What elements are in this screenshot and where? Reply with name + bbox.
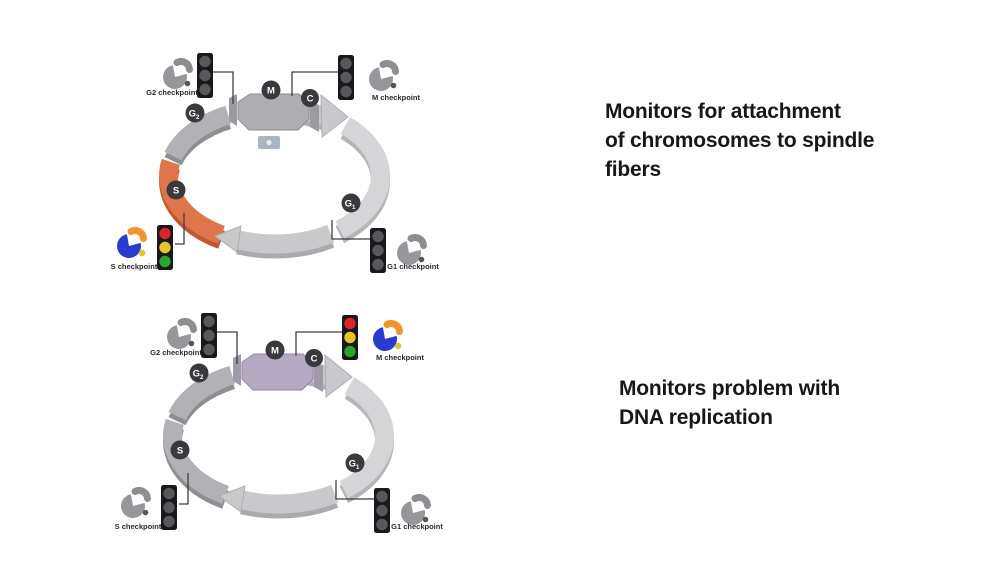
segment-m-flange [310, 100, 319, 132]
g2-checkpoint-cluster: G2 checkpoint [146, 53, 213, 98]
cell-cycle-diagram-top: G2 M C G1 S [111, 53, 439, 273]
caption-line: of chromosomes to spindle [605, 129, 875, 152]
checkpoint-label: G2 checkpoint [146, 88, 198, 97]
cycle-arrowhead-icon [213, 225, 242, 253]
checkpoint-label: M checkpoint [376, 353, 424, 362]
svg-text:G2: G2 [189, 109, 200, 122]
cell-cycle-diagram-bottom: G2 M C G1 S [115, 313, 443, 533]
svg-text:S: S [173, 186, 179, 197]
video-play-badge [258, 136, 280, 149]
checkpoint-label: G1 checkpoint [387, 262, 439, 271]
traffic-light-icon [370, 228, 386, 273]
phase-label-s: S [170, 440, 190, 460]
g1-checkpoint-cluster: G1 checkpoint [370, 228, 439, 273]
phase-label-m: M [265, 340, 285, 360]
cycle-arrowhead-icon [324, 353, 353, 398]
svg-text:C: C [311, 354, 318, 365]
checkpoint-protein-icon [167, 318, 197, 350]
checkpoint-label: S checkpoint [111, 262, 158, 271]
segment-m-flange [229, 94, 237, 126]
traffic-light-icon [197, 53, 213, 98]
cycle-arrowhead-icon [320, 93, 349, 138]
svg-text:M: M [271, 346, 279, 357]
phase-label-g2: G2 [185, 103, 205, 123]
s-checkpoint-cluster-active: S checkpoint [111, 225, 173, 271]
checkpoint-label: G1 checkpoint [391, 522, 443, 531]
checkpoint-label: M checkpoint [372, 93, 420, 102]
connector-line-g1 [335, 480, 374, 500]
segment-g2 [168, 365, 236, 421]
segment-g1 [335, 117, 390, 239]
checkpoint-label: G2 checkpoint [150, 348, 202, 357]
checkpoint-protein-icon [401, 494, 431, 526]
cycle-arrowhead-icon [217, 485, 246, 513]
svg-text:G2: G2 [193, 369, 204, 382]
m-checkpoint-cluster: M checkpoint [338, 55, 420, 102]
traffic-light-icon-active [157, 225, 173, 270]
checkpoint-protein-icon-active [117, 227, 147, 259]
connector-line-m [291, 71, 338, 96]
traffic-light-icon [374, 488, 390, 533]
caption-line: fibers [605, 158, 661, 181]
segment-m-flange [233, 354, 241, 386]
checkpoint-protein-icon [397, 234, 427, 266]
traffic-light-icon-active [342, 315, 358, 360]
phase-label-c: C [301, 89, 319, 107]
connector-line-g2 [217, 331, 238, 364]
traffic-light-icon [161, 485, 177, 530]
connector-line-g1 [331, 220, 370, 240]
segment-m [237, 93, 310, 131]
traffic-light-icon [201, 313, 217, 358]
g2-checkpoint-cluster: G2 checkpoint [150, 313, 217, 358]
phase-label-g1: G1 [341, 193, 361, 213]
connector-line-s [179, 473, 189, 505]
caption-spindle-checkpoint: Monitors for attachment of chromosomes t… [605, 97, 915, 184]
segment-bottom [236, 224, 335, 254]
checkpoint-protein-icon [369, 60, 399, 92]
caption-line: Monitors problem with [619, 377, 840, 400]
phase-label-c: C [305, 349, 323, 367]
phase-label-s: S [166, 180, 186, 200]
checkpoint-protein-icon [121, 487, 151, 519]
svg-text:S: S [177, 446, 183, 457]
traffic-light-icon [338, 55, 354, 100]
checkpoint-protein-icon [163, 58, 193, 90]
svg-text:G1: G1 [345, 199, 356, 212]
phase-label-g1: G1 [345, 453, 365, 473]
checkpoint-protein-icon-active [373, 320, 403, 352]
segment-g2 [164, 105, 232, 161]
cell-cycle-ring [163, 353, 394, 519]
s-checkpoint-cluster: S checkpoint [115, 485, 177, 531]
connector-line-m [295, 331, 342, 356]
svg-text:C: C [307, 94, 314, 105]
phase-label-g2: G2 [189, 363, 209, 383]
segment-bottom [240, 484, 339, 514]
segment-s [163, 418, 229, 504]
phase-label-m: M [261, 80, 281, 100]
connector-line-g2 [213, 71, 234, 104]
checkpoint-label: S checkpoint [115, 522, 162, 531]
m-checkpoint-cluster-active: M checkpoint [342, 315, 424, 362]
g1-checkpoint-cluster: G1 checkpoint [374, 488, 443, 533]
caption-dna-replication: Monitors problem with DNA replication [619, 374, 929, 432]
segment-s-highlighted [159, 158, 225, 244]
cell-cycle-ring [159, 93, 390, 259]
segment-m-flange [314, 360, 323, 392]
segment-m-highlighted [241, 353, 314, 391]
caption-line: Monitors for attachment [605, 100, 841, 123]
segment-g1 [339, 377, 394, 499]
caption-line: DNA replication [619, 406, 773, 429]
connector-line-s [175, 213, 185, 245]
svg-text:G1: G1 [349, 459, 360, 472]
svg-text:M: M [267, 86, 275, 97]
